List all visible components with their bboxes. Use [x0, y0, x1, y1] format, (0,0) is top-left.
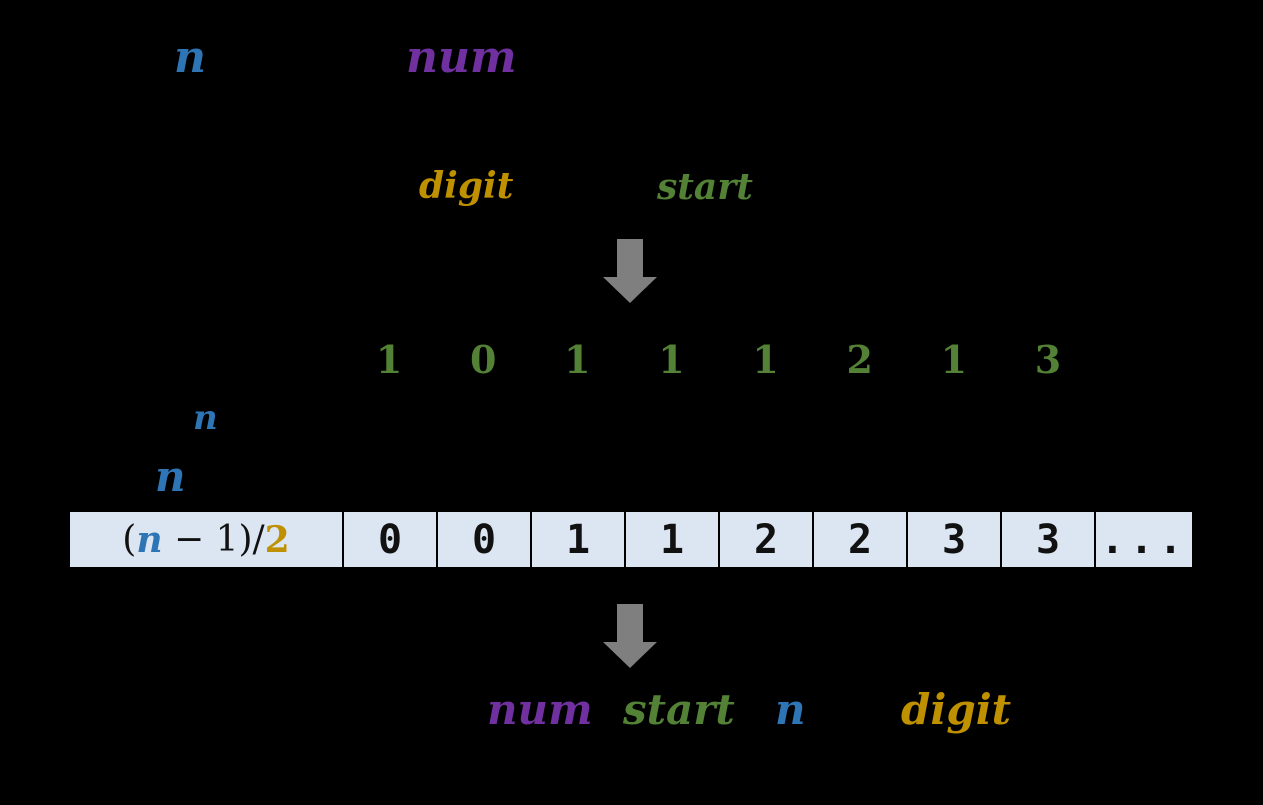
table-cell: 2	[814, 512, 906, 567]
var-digit-bottom-label: digit	[901, 685, 1012, 734]
green-digit: 1	[940, 337, 968, 382]
green-digit: 3	[1034, 337, 1062, 382]
var-n-mid2-label: n	[155, 452, 186, 501]
table-cell-formula: (n − 1)/2	[70, 512, 342, 567]
table-cell: 1	[532, 512, 624, 567]
table-cell: 3	[1002, 512, 1094, 567]
var-digit-mid-label: digit	[419, 165, 514, 207]
arrow-down-icon	[603, 604, 657, 668]
green-digit: 0	[469, 337, 497, 382]
var-start-mid-label: start	[657, 166, 753, 208]
formula-open-paren: (	[122, 518, 137, 560]
table-cell-ellipsis: ...	[1096, 512, 1192, 567]
green-digit-row: 1 0 1 1 1 2 1 3	[342, 338, 1095, 382]
table-cell: 2	[720, 512, 812, 567]
var-num-bottom-label: num	[487, 685, 593, 734]
formula-var-n: n	[136, 518, 163, 561]
table-cell: 0	[438, 512, 530, 567]
var-start-bottom-label: start	[623, 685, 735, 734]
arrow-down-icon	[603, 239, 657, 303]
formula-divisor-2: 2	[264, 518, 290, 561]
table-cell: 1	[626, 512, 718, 567]
green-digit: 1	[658, 337, 685, 382]
var-n-bottom-label: n	[775, 685, 806, 734]
table-cell: 3	[908, 512, 1000, 567]
green-digit: 1	[564, 337, 591, 382]
var-n-mid1-label: n	[193, 398, 218, 438]
green-digit: 2	[846, 337, 873, 382]
green-digit: 1	[752, 337, 779, 382]
green-digit: 1	[375, 337, 403, 382]
formula-middle: − 1)/	[162, 518, 265, 560]
var-num-top-label: num	[406, 32, 517, 83]
table-cell: 0	[344, 512, 436, 567]
var-n-top-label: n	[174, 32, 206, 83]
